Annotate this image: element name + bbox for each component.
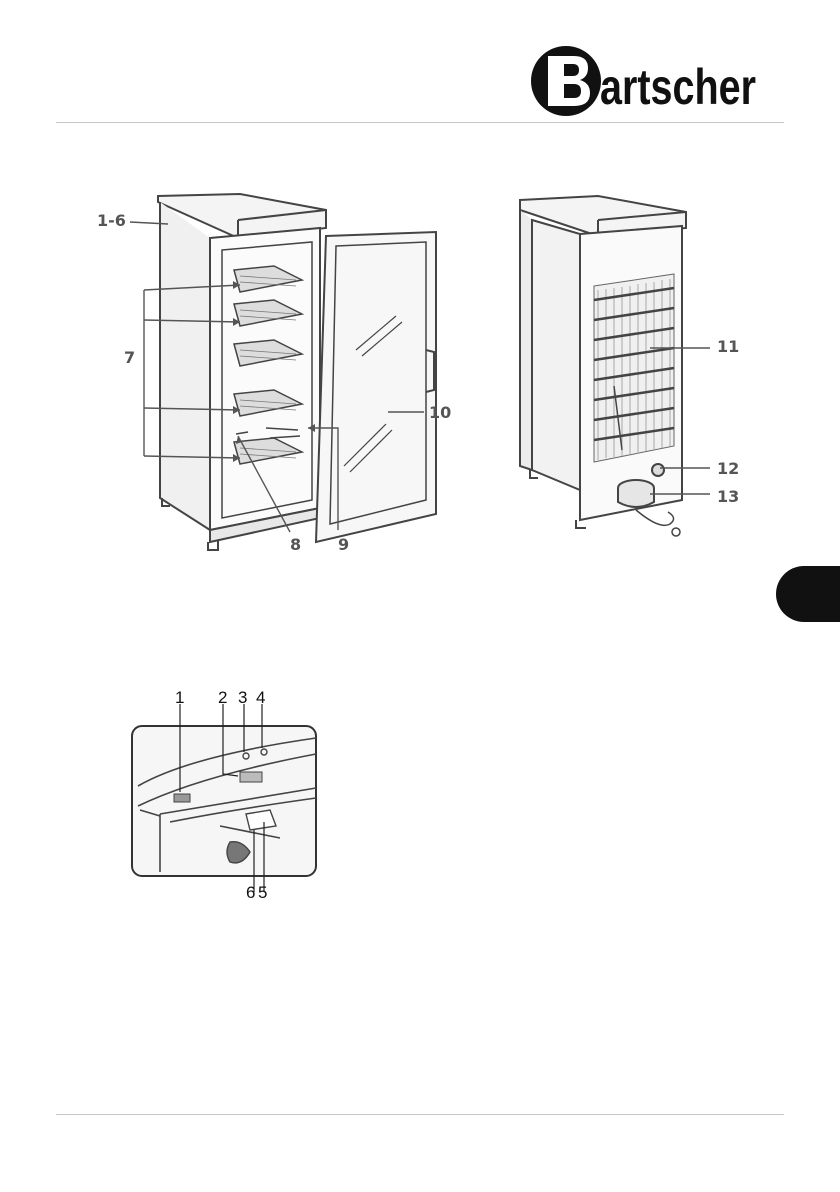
svg-text:artscher: artscher	[600, 59, 756, 115]
front-label-10: 10	[429, 403, 451, 422]
footer-rule	[56, 1114, 784, 1115]
detail-label-4: 4	[256, 688, 265, 708]
front-label-9: 9	[338, 535, 349, 554]
front-label-7: 7	[124, 348, 135, 367]
header-rule	[56, 122, 784, 123]
back-label-12: 12	[717, 459, 739, 478]
detail-label-5: 5	[258, 883, 267, 903]
back-label-11: 11	[717, 337, 739, 356]
back-view-illustration	[510, 190, 750, 560]
detail-label-6: 6	[246, 883, 255, 903]
front-label-8: 8	[290, 535, 301, 554]
front-view-illustration	[90, 180, 450, 560]
back-label-13: 13	[717, 487, 739, 506]
front-label-1-6: 1-6	[97, 211, 126, 230]
detail-label-3: 3	[238, 688, 247, 708]
bartscher-logo-mark: artscher	[528, 44, 760, 118]
section-tab-marker	[776, 566, 840, 622]
brand-logo: artscher	[528, 44, 760, 118]
control-panel-detail-illustration	[130, 706, 320, 878]
